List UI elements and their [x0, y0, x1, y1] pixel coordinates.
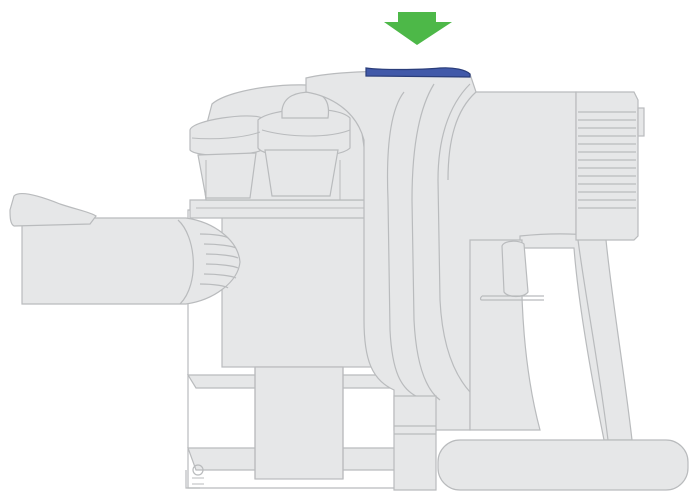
battery-pack: [393, 395, 689, 491]
dust-bin: [189, 199, 379, 480]
main-body: [305, 70, 577, 431]
nozzle: [9, 192, 241, 305]
motor-housing: [575, 91, 645, 241]
cyclone-assembly: [189, 84, 373, 201]
nozzle-grip-ridges: [199, 233, 239, 289]
arrow-down-icon: [384, 12, 452, 45]
handle: [469, 233, 633, 441]
release-button: [365, 67, 471, 78]
motor-vents: [578, 111, 636, 209]
